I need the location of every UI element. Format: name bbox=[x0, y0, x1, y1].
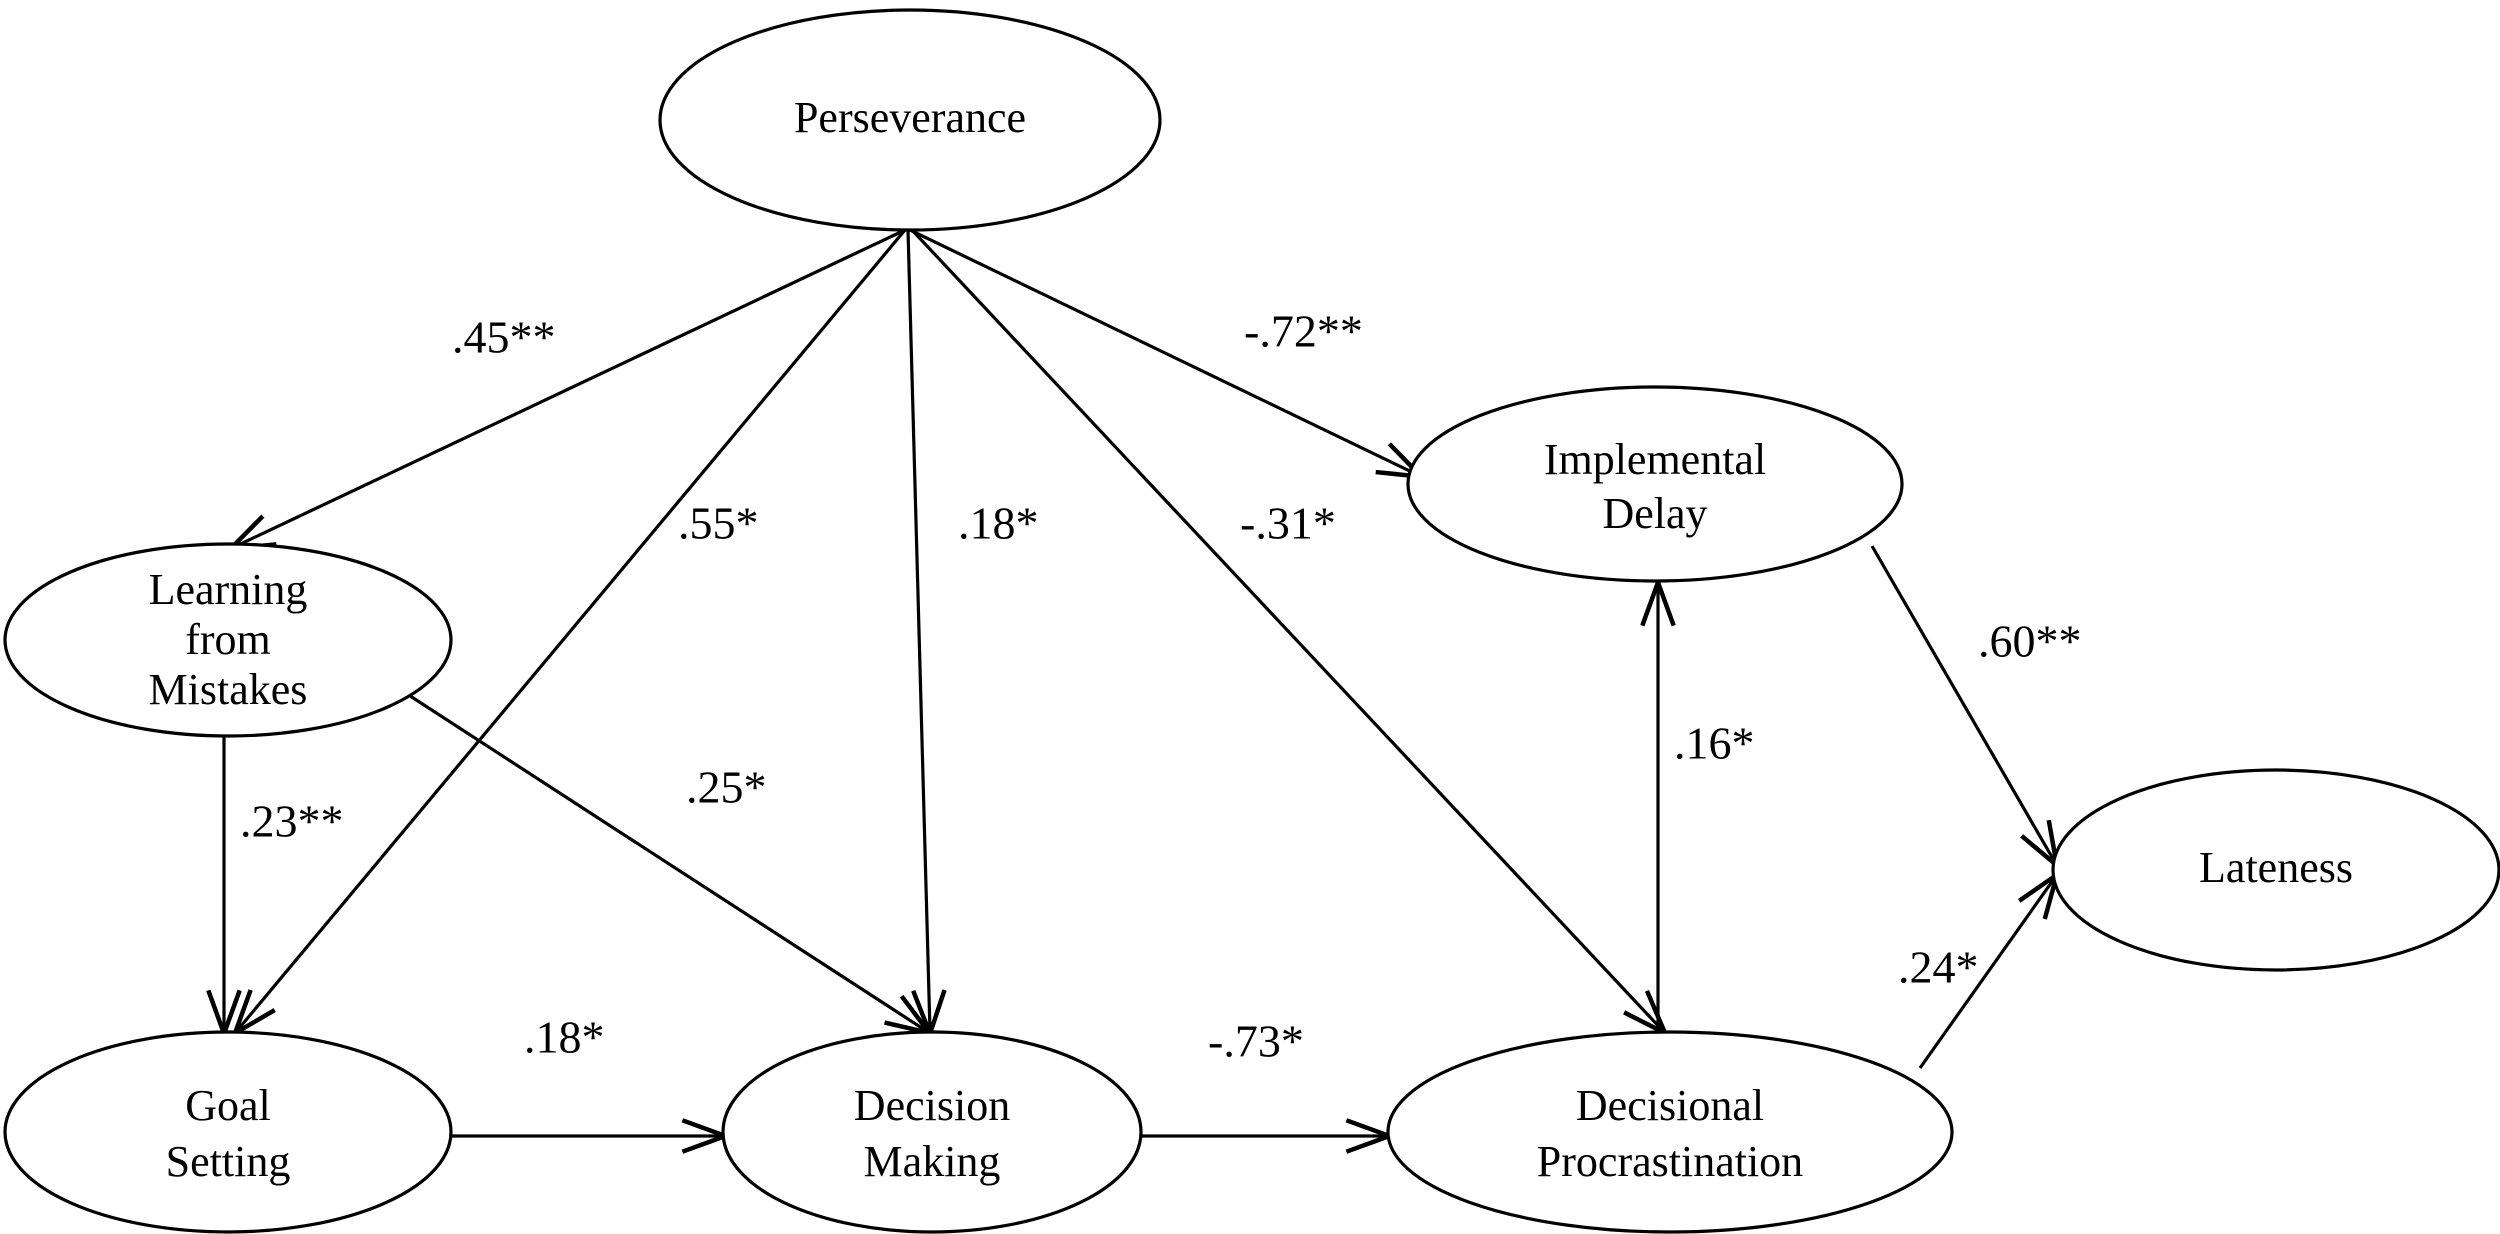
node-implemental-delay[interactable]: Implemental Delay bbox=[1406, 385, 1904, 583]
edge-line-decisional-procrastination-lateness bbox=[1918, 876, 2056, 1069]
node-label-decisional-procrastination-line1: Decisional bbox=[1576, 1081, 1764, 1130]
node-ellipse-perseverance[interactable] bbox=[658, 8, 1162, 232]
edge-label-perseverance-to-goal-setting: .55* bbox=[678, 498, 759, 549]
edge-line-perseverance-goal-setting bbox=[236, 228, 907, 1032]
edge-perseverance-to-learning-from-mistakes: .45** bbox=[232, 228, 906, 548]
node-ellipse-decision-making[interactable] bbox=[721, 1030, 1143, 1234]
node-goal-setting[interactable]: Goal Setting bbox=[3, 1030, 453, 1234]
node-learning-from-mistakes[interactable]: Learning from Mistakes bbox=[3, 542, 453, 738]
edge-label-perseverance-to-learning-from-mistakes: .45** bbox=[452, 312, 556, 363]
node-decisional-procrastination[interactable]: Decisional Procrastination bbox=[1386, 1030, 1954, 1234]
edge-label-learning-from-mistakes-to-decision-making: .25* bbox=[686, 762, 767, 813]
edge-line-perseverance-implemental-delay bbox=[909, 228, 1420, 476]
edge-line-implemental-delay-lateness bbox=[1870, 545, 2056, 864]
node-label-goal-setting-line1: Goal bbox=[185, 1081, 271, 1130]
edge-decisional-procrastination-to-implemental-delay: .16* bbox=[1658, 584, 1755, 1032]
node-label-implemental-delay-line2: Delay bbox=[1602, 489, 1707, 538]
edge-perseverance-to-decision-making: .18* bbox=[906, 229, 1039, 1032]
node-label-decision-making-line1: Decision bbox=[854, 1081, 1010, 1130]
node-decision-making[interactable]: Decision Making bbox=[721, 1030, 1143, 1234]
edge-label-perseverance-to-decisional-procrastination: -.31* bbox=[1240, 498, 1336, 549]
edge-decisional-procrastination-to-lateness: .24* bbox=[1898, 876, 2056, 1069]
edge-label-goal-setting-to-decision-making: .18* bbox=[524, 1012, 605, 1063]
edge-label-perseverance-to-decision-making: .18* bbox=[958, 498, 1039, 549]
edge-line-perseverance-decisional-procrastination bbox=[910, 228, 1664, 1032]
edge-label-learning-from-mistakes-to-goal-setting: .23** bbox=[240, 796, 344, 847]
edge-goal-setting-to-decision-making: .18* bbox=[452, 1012, 724, 1136]
node-ellipse-implemental-delay[interactable] bbox=[1406, 385, 1904, 583]
node-label-implemental-delay-line1: Implemental bbox=[1544, 435, 1766, 484]
node-ellipse-learning-from-mistakes[interactable] bbox=[3, 542, 453, 738]
node-label-perseverance: Perseverance bbox=[794, 93, 1026, 142]
node-ellipse-goal-setting[interactable] bbox=[3, 1030, 453, 1234]
edge-perseverance-to-decisional-procrastination: -.31* bbox=[910, 228, 1664, 1032]
node-label-learning-from-mistakes-line2: from bbox=[185, 615, 271, 664]
edge-label-decisional-procrastination-to-implemental-delay: .16* bbox=[1674, 718, 1755, 769]
edge-perseverance-to-implemental-delay: -.72** bbox=[909, 228, 1420, 476]
node-perseverance[interactable]: Perseverance bbox=[658, 8, 1162, 232]
edge-label-perseverance-to-implemental-delay: -.72** bbox=[1244, 306, 1363, 357]
edge-label-decisional-procrastination-to-lateness: .24* bbox=[1898, 942, 1979, 993]
node-label-decisional-procrastination-line2: Procrastination bbox=[1537, 1137, 1803, 1186]
node-ellipse-lateness[interactable] bbox=[2051, 768, 2500, 972]
edge-perseverance-to-goal-setting: .55* bbox=[236, 228, 907, 1032]
node-lateness[interactable]: Lateness bbox=[2051, 768, 2500, 972]
edge-learning-from-mistakes-to-decision-making: .25* bbox=[403, 690, 928, 1032]
edge-implemental-delay-to-lateness: .60** bbox=[1870, 545, 2082, 864]
node-label-learning-from-mistakes-line1: Learning bbox=[149, 565, 308, 614]
edge-line-perseverance-decision-making bbox=[906, 229, 930, 1032]
node-label-goal-setting-line2: Setting bbox=[166, 1137, 291, 1186]
edge-line-learning-decision-making bbox=[403, 690, 928, 1032]
node-label-decision-making-line2: Making bbox=[864, 1137, 1001, 1186]
edge-decision-making-to-decisional-procrastination: -.73* bbox=[1140, 1016, 1388, 1136]
node-label-lateness: Lateness bbox=[2199, 843, 2353, 892]
node-label-learning-from-mistakes-line3: Mistakes bbox=[149, 665, 308, 714]
node-ellipse-decisional-procrastination[interactable] bbox=[1386, 1030, 1954, 1234]
edge-learning-from-mistakes-to-goal-setting: .23** bbox=[224, 736, 344, 1032]
edge-label-implemental-delay-to-lateness: .60** bbox=[1978, 616, 2082, 667]
edge-line-perseverance-learning bbox=[232, 228, 906, 548]
edge-label-decision-making-to-decisional-procrastination: -.73* bbox=[1208, 1016, 1304, 1067]
